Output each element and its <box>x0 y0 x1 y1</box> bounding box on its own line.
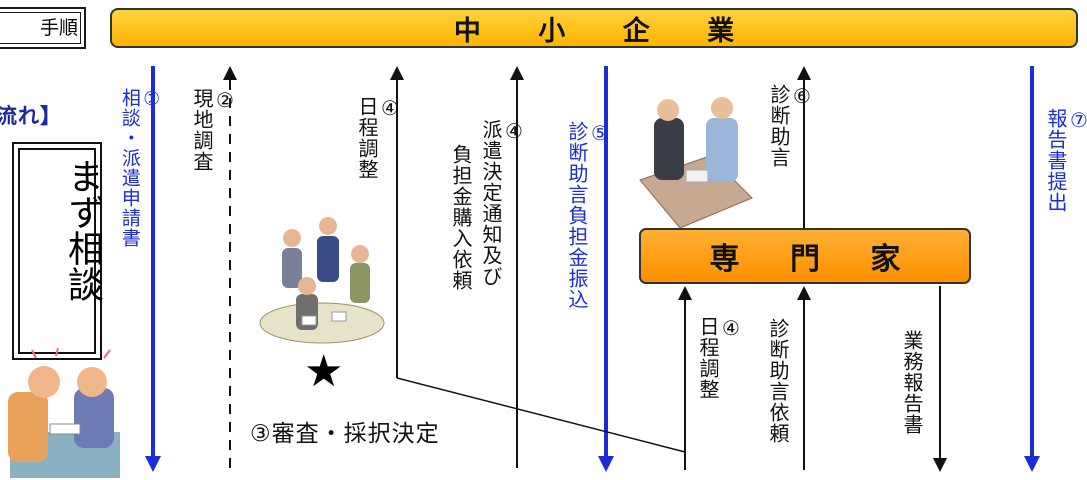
procedure-tab-label: 手順 <box>39 17 78 39</box>
label-s2: ② 現地調査 <box>190 88 237 172</box>
client-consult-illustration <box>8 347 120 478</box>
arrow-s4a-up <box>390 66 404 378</box>
star-mark: ★ <box>304 346 344 397</box>
connector-diagonal <box>396 377 686 453</box>
label-s4a: ④ 日程調整 <box>355 96 402 180</box>
arrow-s5-down <box>598 66 614 472</box>
arrow-s4c-up <box>678 286 692 470</box>
label-report: 業務報告書 <box>900 330 924 435</box>
label-s1: ① 相談・派遣申請書 <box>118 88 163 248</box>
sme-banner: 中 小 企 業 <box>110 8 1078 48</box>
label-s4b-col1: ④ 派遣決定通知及び <box>479 119 526 287</box>
first-step-label: まず相談 <box>62 158 103 302</box>
label-request: 診断助言依頼 <box>766 318 790 444</box>
flow-label: 流れ】 <box>0 104 62 128</box>
label-s4c: ④ 日程調整 <box>696 316 743 400</box>
arrow-s1-down <box>145 66 161 472</box>
label-s6: ⑥ 診断助言 <box>767 84 814 168</box>
procedure-tab-inner-border <box>0 12 81 44</box>
arrow-report-down <box>933 286 947 472</box>
sme-banner-label: 中 小 企 業 <box>453 15 759 47</box>
arrow-s7-down <box>1024 66 1040 472</box>
meeting-illustration <box>259 217 385 344</box>
consultation-illustration <box>639 97 753 229</box>
arrow-request-up <box>797 286 811 470</box>
expert-box: 専 門 家 <box>639 228 971 284</box>
procedure-tab: 手順 <box>0 7 86 49</box>
label-s5: ⑤ 診断助言負担金振込 <box>565 121 612 310</box>
expert-box-label: 専 門 家 <box>709 242 921 277</box>
arrow-s6-up <box>797 66 811 228</box>
label-s3: ③審査・採択決定 <box>250 421 440 447</box>
arrow-s4b-up <box>510 66 524 468</box>
arrow-s2-up <box>223 66 237 468</box>
first-step-box: まず相談 <box>12 142 103 360</box>
label-s4b-col2: 負担金購入依頼 <box>449 144 473 291</box>
label-s7: ⑦ 報告書提出 <box>1044 108 1087 213</box>
